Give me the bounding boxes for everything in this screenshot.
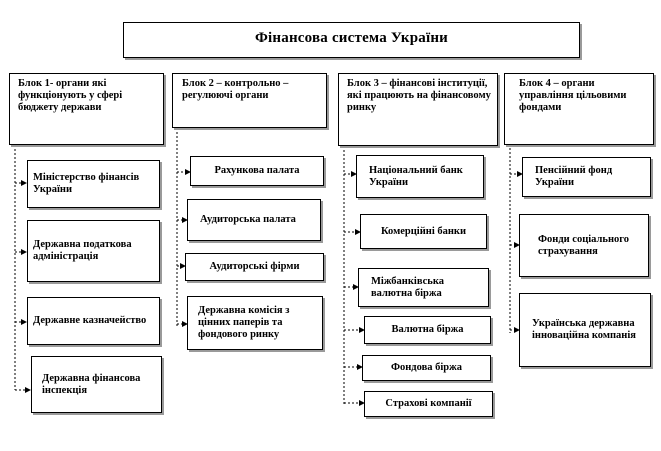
block-2-item-1: Рахункова палата bbox=[190, 156, 324, 186]
block-4-item-3: Українська державна інноваційна компанія bbox=[519, 293, 651, 367]
block-2-item-3: Аудиторські фірми bbox=[185, 253, 324, 281]
block-3-item-3: Міжбанківська валютна біржа bbox=[358, 268, 489, 307]
block-2-item-4: Державна комісія з цінних паперів та фон… bbox=[187, 296, 323, 350]
diagram-title: Фінансова система України bbox=[123, 22, 580, 58]
block-1-header: Блок 1- органи які функціонують у сфері … bbox=[9, 73, 164, 145]
block-1-item-3: Державне казначейство bbox=[27, 297, 160, 345]
block-3-item-6: Страхові компанії bbox=[364, 391, 493, 417]
block-3-item-1: Національний банк України bbox=[356, 155, 484, 198]
block-3-item-5: Фондова біржа bbox=[362, 355, 491, 381]
block-3-item-4: Валютна біржа bbox=[364, 316, 491, 344]
block-2-header: Блок 2 – контрольно – регулюючі органи bbox=[172, 73, 327, 128]
block-3-item-2: Комерційні банки bbox=[360, 214, 487, 249]
block-1-item-1: Міністерство фінансів України bbox=[27, 160, 160, 208]
block-4-item-2: Фонди соціального страхування bbox=[519, 214, 649, 277]
block-3-header: Блок 3 – фінансові інституції, які працю… bbox=[338, 73, 498, 146]
block-1-item-2: Державна податкова адміністрація bbox=[27, 220, 160, 282]
block-1-item-4: Державна фінансова інспекція bbox=[31, 356, 162, 413]
block-4-item-1: Пенсійний фонд України bbox=[522, 157, 651, 197]
block-2-item-2: Аудиторська палата bbox=[187, 199, 321, 241]
block-4-header: Блок 4 – органи управління цільовими фон… bbox=[504, 73, 654, 145]
